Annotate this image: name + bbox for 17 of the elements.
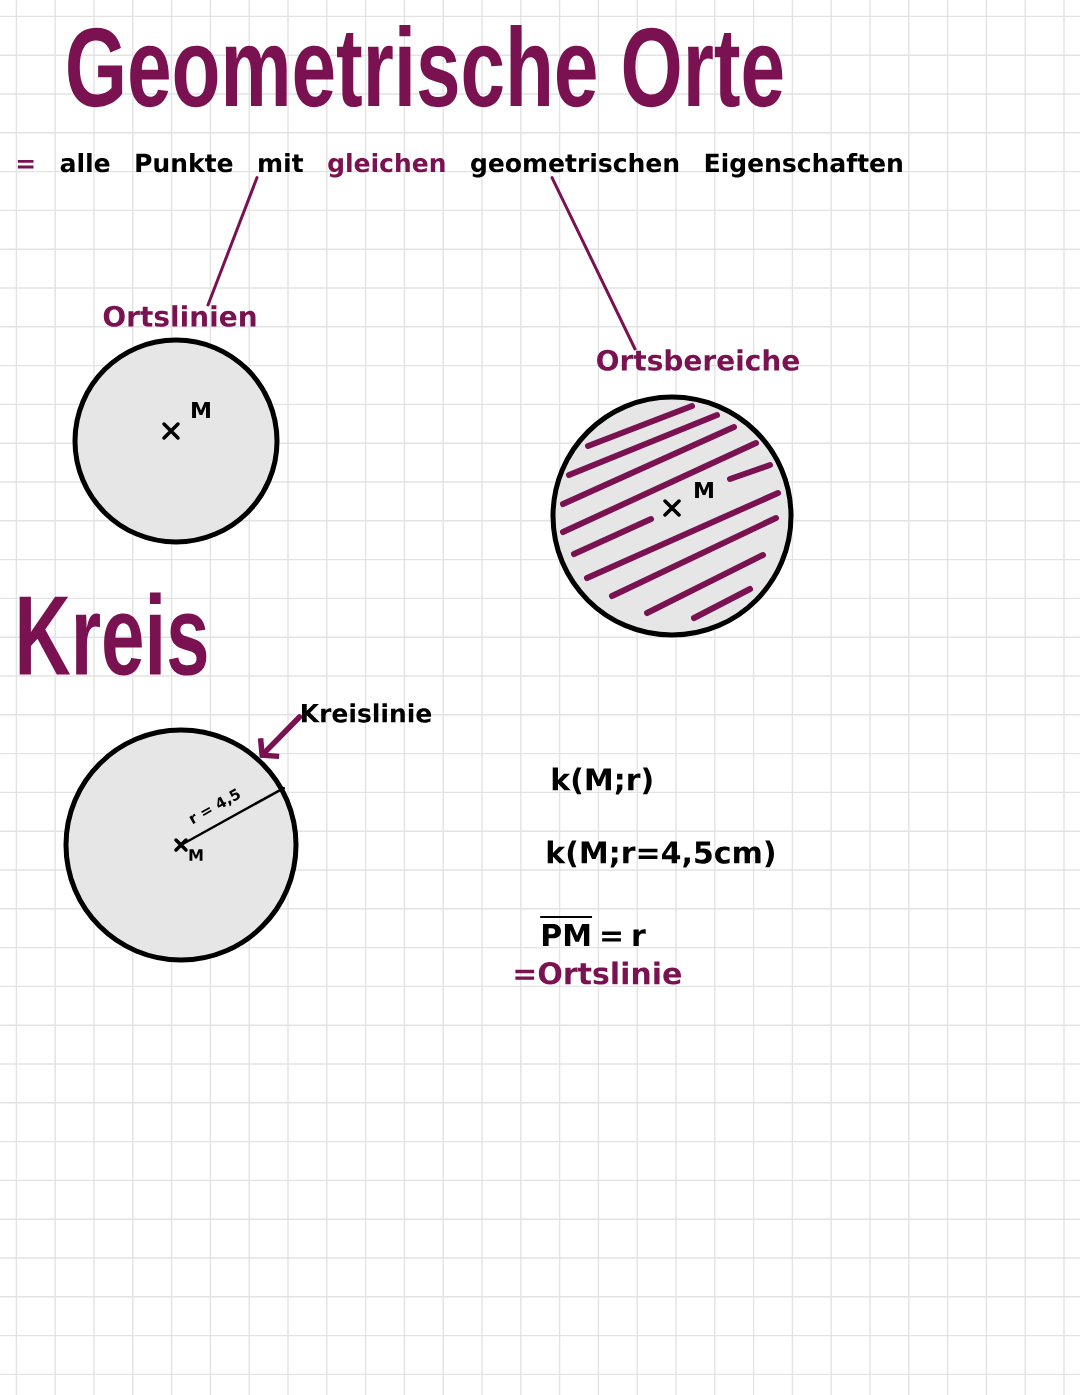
note-text: =Ortslinie xyxy=(515,961,681,985)
formula-text: k(M;r=4,5cm) xyxy=(547,840,774,868)
radius-label: r = 4,5 xyxy=(189,788,240,825)
connector-line xyxy=(206,176,259,307)
connector-line xyxy=(550,176,637,351)
formula-text: k(M;r) xyxy=(552,767,652,795)
center-label: M xyxy=(192,402,210,419)
formula-text: $\overline{PM}=r$ xyxy=(540,917,646,946)
title: Geometrische Orte xyxy=(68,24,783,108)
leader-arrow xyxy=(257,714,303,760)
definition-text: = alle Punkte mit gleichen geometrischen Eigenschaften xyxy=(17,153,902,178)
center-label: M xyxy=(189,849,203,861)
heading: Ortslinien xyxy=(103,305,256,327)
callout-label: Kreislinie xyxy=(302,703,432,723)
heading: Ortsbereiche xyxy=(597,349,799,371)
section-heading: Kreis xyxy=(19,592,207,676)
center-label: M xyxy=(695,482,713,499)
